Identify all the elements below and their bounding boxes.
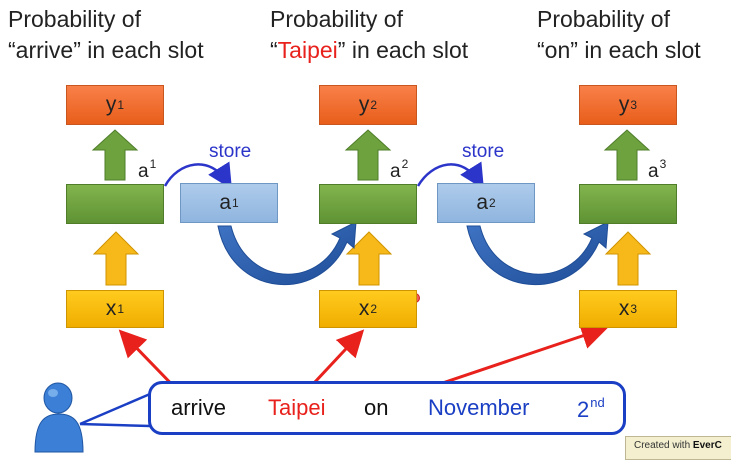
yellow-up-arrow: [345, 231, 393, 286]
sentence-word: arrive: [171, 395, 227, 420]
store-label-2: store: [462, 141, 505, 162]
sentence-word: November: [428, 395, 530, 420]
heading-suffix: ” in each slot: [73, 37, 204, 63]
heading-word: Taipei: [277, 37, 338, 63]
output-index: 2: [370, 98, 378, 112]
heading-word: arrive: [15, 37, 74, 63]
watermark-tag: Created with EverC: [625, 436, 731, 460]
sentence-word: 2nd: [577, 395, 605, 422]
hidden-layer-1: [66, 184, 164, 224]
memory-feed-arrow: [217, 221, 357, 285]
input-label: x: [358, 297, 370, 320]
memory-index: 2: [489, 196, 496, 210]
heading-line: Probability of: [537, 6, 670, 32]
hidden-output-label-3: a3: [648, 157, 667, 182]
memory-index: 1: [232, 196, 239, 210]
hidden-layer-2: [319, 184, 417, 224]
green-up-arrow: [344, 129, 392, 181]
hidden-output-label-1: a1: [138, 157, 157, 182]
open-quote: “: [8, 37, 16, 63]
memory-label: a: [219, 191, 231, 214]
store-label-1: store: [209, 141, 252, 162]
input-index: 3: [630, 302, 638, 316]
hidden-output-label-2: a2: [390, 157, 409, 182]
heading-word: on: [544, 37, 571, 63]
yellow-up-arrow: [92, 231, 140, 286]
input-index: 1: [117, 302, 125, 316]
open-quote: “: [270, 37, 278, 63]
user-connector-line: [79, 392, 151, 426]
heading-suffix: ” in each slot: [337, 37, 469, 63]
memory-label: a: [476, 191, 488, 214]
user-icon: [34, 382, 84, 453]
input-label: x: [618, 297, 630, 320]
input-index: 2: [370, 302, 378, 316]
memory-feed-arrow: [466, 221, 609, 285]
heading-line: Probability of: [8, 6, 141, 32]
output-index: 1: [117, 98, 125, 112]
sentence-box: [148, 381, 626, 435]
user-connector-line: [79, 422, 151, 428]
heading-slot-2: Probability of “Taipei” in each slot: [270, 4, 468, 66]
green-up-arrow: [91, 129, 139, 181]
sentence-word: Taipei: [268, 395, 326, 420]
input-label: x: [105, 297, 117, 320]
store-arrow: [416, 161, 484, 190]
yellow-up-arrow: [604, 231, 652, 286]
heading-line: Probability of: [270, 6, 403, 32]
heading-suffix: ” in each slot: [570, 37, 701, 63]
open-quote: “: [537, 37, 545, 63]
green-up-arrow: [603, 129, 651, 181]
output-label: y: [618, 93, 630, 116]
sentence-word: on: [364, 395, 389, 420]
output-label: y: [105, 93, 117, 116]
heading-slot-3: Probability of “on” in each slot: [537, 4, 701, 66]
output-index: 3: [630, 98, 638, 112]
output-label: y: [358, 93, 370, 116]
store-arrow: [163, 161, 232, 190]
heading-slot-1: Probability of “arrive” in each slot: [8, 4, 204, 66]
hidden-layer-3: [579, 184, 677, 224]
